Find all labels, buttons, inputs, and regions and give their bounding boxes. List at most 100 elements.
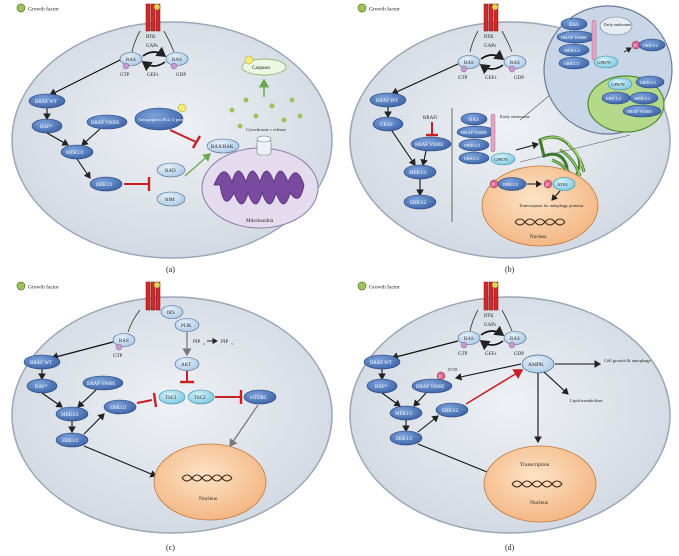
- baxbak-label: BAX/BAK: [211, 145, 234, 150]
- erk-node-endo: [458, 151, 490, 165]
- mek-label: MEK1/2: [61, 413, 79, 418]
- erk-node-2: [435, 402, 469, 418]
- dna-icon: [181, 474, 233, 482]
- rtk-label: RTK: [484, 314, 494, 319]
- gdp-label: GDP: [176, 73, 186, 78]
- braf-wt-label: BRAF WT: [376, 99, 398, 104]
- gtp-label: GTP: [120, 73, 130, 78]
- ras-gtp-node: [457, 331, 481, 345]
- braf-v600e-label-zoom-2: BRAF V600E: [627, 109, 652, 114]
- raf-label: RAF*: [375, 385, 388, 390]
- nucleus-label: Nucleus: [530, 500, 548, 506]
- p-label: P: [492, 182, 495, 187]
- mek-label-zoom: MEK1/2: [564, 48, 581, 53]
- gefs-label: GEFs: [485, 352, 496, 357]
- braf-wt-label: BRAF WT: [370, 361, 392, 366]
- braf-v600e-label-endo: BRAF V600E: [461, 130, 487, 135]
- erk-node-2: [103, 399, 137, 415]
- cytochrome-dots: [229, 97, 303, 129]
- atf4-node: [552, 177, 576, 191]
- growth-factor-label: Growth factor: [369, 284, 400, 291]
- erk-label-nuc: ERK1/2: [503, 182, 519, 187]
- gpr78-node-zoom: [593, 55, 619, 69]
- gdp-label: GDP: [514, 76, 524, 81]
- pip3-label: PIP: [221, 340, 228, 345]
- dna-icon: [511, 480, 563, 488]
- rtk-label: RTK: [146, 35, 156, 40]
- braf-v600e-node: [86, 114, 128, 130]
- er-zoom-shape: [587, 75, 665, 133]
- braf-v600e-label: BRAF V600E: [416, 385, 444, 390]
- mek-label: MEK1/2: [409, 171, 427, 176]
- ras-label: RAS: [464, 337, 474, 342]
- braf-v600e-label-zoom: BRAF V600E: [561, 35, 587, 40]
- early-endosome-zoom: [599, 16, 633, 36]
- atf4-label: ATF4: [557, 182, 568, 187]
- mek-node-zoom: [558, 43, 590, 57]
- gaps-label: GAPs: [146, 44, 158, 49]
- early-endosome-label: Early endosome: [500, 114, 530, 119]
- gpr78-label-zoom-2: GPR78: [611, 82, 625, 87]
- ras-node-endo: [460, 112, 488, 126]
- ras-node-zoom: [560, 17, 588, 31]
- ras-label-2: RAS: [172, 58, 182, 63]
- bcl2-label: Antiapoptotic BCL-2 proteins: [138, 117, 190, 122]
- pip3-subscript: 3: [231, 342, 233, 346]
- panel-a-label: (a): [166, 265, 175, 274]
- gtp-label: GTP: [113, 354, 123, 359]
- mek-label-zoom-2: MEK1/2: [640, 80, 657, 85]
- panel-d-label: (d): [505, 543, 515, 552]
- rtk-receptor-icon: [145, 3, 161, 32]
- panel-a: Growth factor RTK GAPs RAS GTP RAS GDP G…: [11, 3, 333, 274]
- p-label-2: P: [546, 182, 549, 187]
- erk-node-zoom: [558, 56, 590, 70]
- gaps-label: GAPs: [484, 44, 496, 49]
- pi3k-label: PI3K: [181, 324, 192, 329]
- mtorc-node: [243, 389, 277, 405]
- gpr78-label-zoom: GPR78: [597, 60, 611, 65]
- growth-factor-label: Growth factor: [28, 284, 59, 291]
- ampk-label: AMPK: [528, 362, 544, 368]
- rtk-receptor-icon: [483, 281, 499, 311]
- bad-label: BAD: [165, 169, 176, 174]
- gpr78-label: GPR78: [494, 157, 508, 162]
- craf-node: [372, 116, 404, 132]
- ras-label-2: RAS: [510, 61, 520, 66]
- lipid-metabolism-label: Lipid metabolism: [570, 398, 603, 403]
- ras-label: RAS: [126, 58, 136, 63]
- bad-node: [156, 162, 186, 178]
- ras-gtp-node: [112, 333, 136, 347]
- nucleus-c: [153, 443, 267, 521]
- erk-node: [55, 432, 89, 448]
- mek-node-zoom-3: [629, 91, 659, 105]
- growth-factor-label: Growth factor: [28, 6, 59, 13]
- gaps-label: GAPs: [484, 323, 496, 328]
- panel-d: Growth factor RTK GAPs RAS GTP RAS GDP G…: [349, 281, 671, 552]
- erk-label: ERK1/2: [410, 201, 427, 206]
- growth-factor-icon: [357, 281, 367, 291]
- pi3k-node: [174, 318, 200, 332]
- erk-node-nuc: [497, 177, 527, 191]
- ras-label: RAS: [464, 61, 474, 66]
- s729-label: S729: [448, 367, 458, 372]
- nucleus-label: Nucleus: [199, 496, 217, 502]
- ras-label-zoom: RAS: [569, 23, 579, 28]
- cell-growth-label: Cell growth & autophagy: [604, 358, 652, 363]
- erk-node: [389, 430, 423, 446]
- akt-label: AKT: [181, 363, 191, 368]
- rtk-label: RTK: [484, 35, 494, 40]
- erk-label-endo: ERK1/2: [464, 156, 480, 161]
- erk-label-zoom-3: ERK1/2: [606, 96, 622, 101]
- erk-label: ERK1/2: [96, 183, 113, 188]
- panel-c: Growth factor RAS GTP IRS PI3K PIP 2 PIP…: [11, 281, 333, 552]
- caspases-node: [241, 58, 287, 76]
- erk-label: ERK1/2: [62, 439, 79, 444]
- irs-node: [160, 305, 184, 319]
- ras-label-endo: RAS: [469, 118, 479, 123]
- pip2-label: PIP: [193, 340, 200, 345]
- phospho-icon-2: [543, 179, 553, 189]
- rtk-receptor-icon: [145, 281, 161, 311]
- brafi-label: BRAFi: [423, 116, 438, 121]
- gefs-label: GEFs: [147, 73, 158, 78]
